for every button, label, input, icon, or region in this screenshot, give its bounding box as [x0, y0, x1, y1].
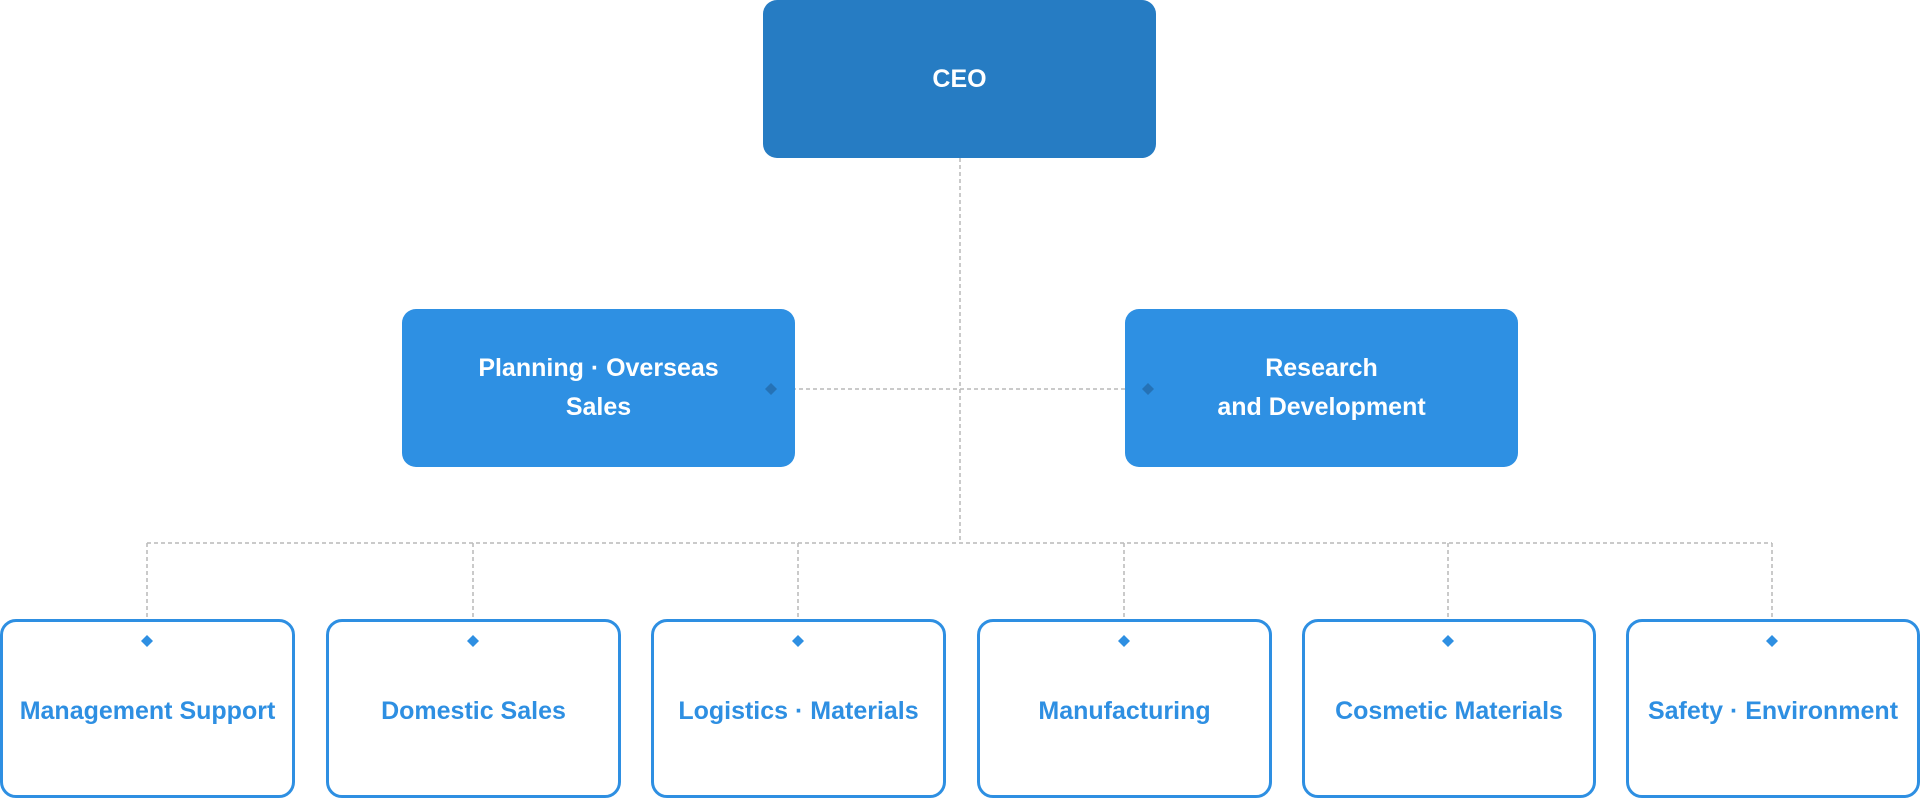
node-cosmetic-materials-label: Cosmetic Materials: [1335, 697, 1563, 725]
node-ceo[interactable]: CEO: [763, 0, 1156, 158]
node-planning-overseas-sales[interactable]: Planning · Overseas Sales: [402, 309, 795, 467]
node-manufacturing-label: Manufacturing: [1038, 697, 1211, 725]
node-domestic-sales[interactable]: Domestic Sales: [326, 619, 621, 798]
node-ceo-label: CEO: [932, 64, 987, 93]
node-management-support-label: Management Support: [19, 697, 276, 725]
node-management-support[interactable]: Management Support: [0, 619, 295, 798]
node-safety-environment[interactable]: Safety · Environment: [1626, 619, 1920, 798]
node-manufacturing[interactable]: Manufacturing: [977, 619, 1272, 798]
node-safety-environment-label: Safety · Environment: [1647, 697, 1899, 725]
node-cosmetic-materials[interactable]: Cosmetic Materials: [1302, 619, 1596, 798]
node-planning-overseas-sales-label: Planning · Overseas Sales: [478, 354, 719, 421]
node-logistics-materials[interactable]: Logistics · Materials: [651, 619, 946, 798]
node-research-development-label: Research and Development: [1217, 354, 1426, 421]
node-domestic-sales-label: Domestic Sales: [381, 697, 566, 725]
node-research-development[interactable]: Research and Development: [1125, 309, 1518, 467]
node-logistics-materials-label: Logistics · Materials: [678, 697, 919, 725]
